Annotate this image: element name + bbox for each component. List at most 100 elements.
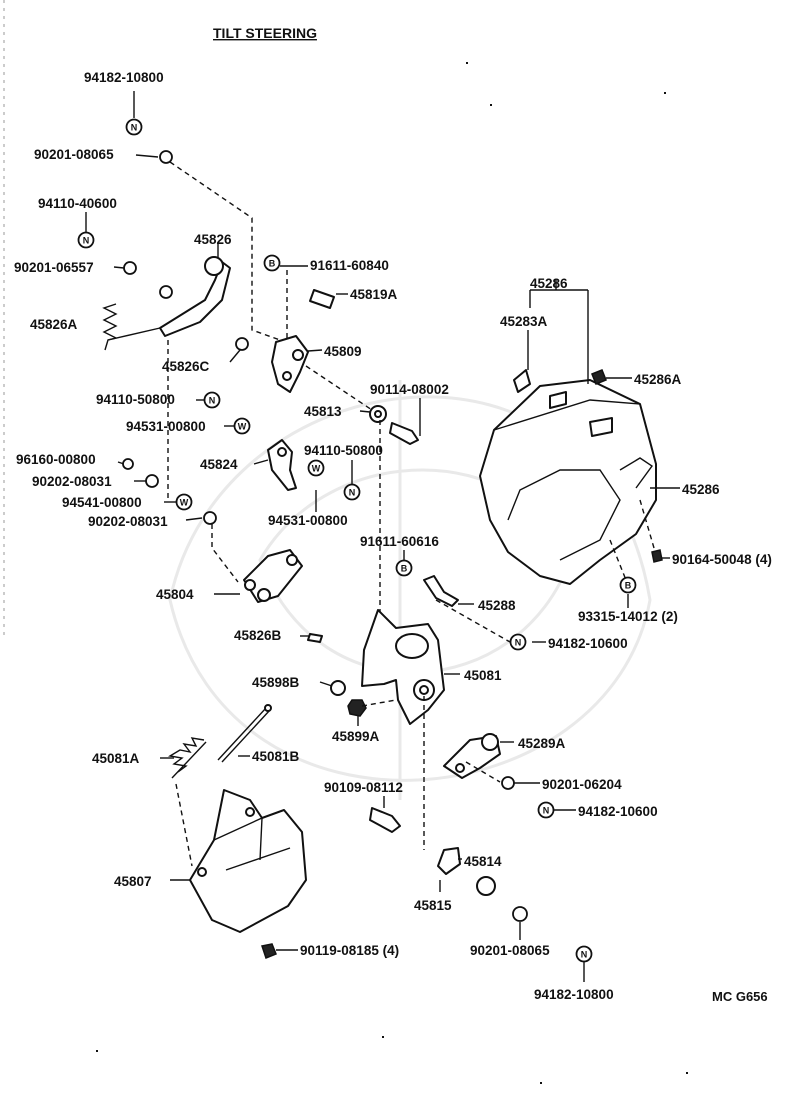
label-96160-00800: 96160-00800	[16, 452, 96, 467]
label-45809: 45809	[324, 344, 362, 359]
diagram-title: TILT STEERING	[213, 25, 317, 41]
label-94182-10600-a: 94182-10600	[548, 636, 628, 651]
symbol-B-91611-60616: B	[395, 559, 413, 577]
label-45286-top: 45286	[530, 276, 568, 291]
part-45899A-nut	[347, 699, 367, 717]
label-45804: 45804	[156, 587, 194, 602]
svg-text:N: N	[349, 488, 356, 498]
label-45081B: 45081B	[252, 749, 300, 764]
svg-text:N: N	[581, 950, 588, 960]
part-45289A-bracket	[443, 733, 501, 779]
part-90119-08185-bolt	[261, 943, 277, 959]
label-45826: 45826	[194, 232, 232, 247]
symbol-B-91611-60840: B	[263, 254, 281, 272]
svg-text:N: N	[515, 638, 522, 648]
part-45824-lever	[267, 439, 297, 491]
label-91611-60616: 91611-60616	[360, 534, 439, 549]
label-90109-08112: 90109-08112	[324, 780, 403, 795]
label-94110-50800-a: 94110-50800	[96, 392, 175, 407]
label-94541-00800: 94541-00800	[62, 495, 142, 510]
washer-icon	[512, 906, 528, 922]
label-94182-10800-bot: 94182-10800	[534, 987, 614, 1002]
label-45819A: 45819A	[350, 287, 398, 302]
washer-icon	[235, 337, 249, 351]
label-45824: 45824	[200, 457, 238, 472]
part-45815-plate	[437, 847, 461, 875]
leader-lines	[85, 91, 680, 982]
part-45288-bracket	[423, 575, 459, 607]
part-45286-cover	[479, 379, 657, 585]
part-45814-collar	[476, 876, 496, 896]
svg-text:B: B	[269, 259, 276, 269]
label-93315-14012: 93315-14012 (2)	[578, 609, 678, 624]
label-90201-06204: 90201-06204	[542, 777, 622, 792]
label-45081A: 45081A	[92, 751, 140, 766]
label-45283A: 45283A	[500, 314, 548, 329]
label-45814: 45814	[464, 854, 502, 869]
symbol-N-94182-10600-b: N	[537, 801, 555, 819]
part-45813-collar	[369, 405, 387, 423]
part-45826A-spring	[102, 303, 119, 351]
part-45286A-clip	[591, 369, 607, 385]
label-45286A: 45286A	[634, 372, 682, 387]
part-90114-08002-bolt	[389, 422, 419, 445]
label-45288: 45288	[478, 598, 516, 613]
label-94182-10600-b: 94182-10600	[578, 804, 658, 819]
label-94110-40600: 94110-40600	[38, 196, 117, 211]
part-90109-08112-bolt	[369, 807, 401, 833]
washer-icon	[501, 776, 515, 790]
symbol-N-94182-10600-a: N	[509, 633, 527, 651]
svg-text:W: W	[238, 422, 247, 432]
part-45081B-rod	[217, 704, 272, 763]
label-45081: 45081	[464, 668, 502, 683]
catalog-code: MC G656	[712, 989, 768, 1004]
part-45807-bracket	[189, 789, 307, 933]
label-90119-08185: 90119-08185 (4)	[300, 943, 399, 958]
label-45899A: 45899A	[332, 729, 380, 744]
label-90201-06557: 90201-06557	[14, 260, 94, 275]
part-45809-lever	[271, 335, 309, 393]
svg-text:W: W	[180, 498, 189, 508]
dashed-guides	[167, 161, 655, 867]
label-45286-right: 45286	[682, 482, 720, 497]
svg-text:B: B	[625, 581, 632, 591]
label-45289A: 45289A	[518, 736, 566, 751]
svg-text:W: W	[312, 464, 321, 474]
scan-specks	[96, 62, 688, 1084]
label-91611-60840: 91611-60840	[310, 258, 389, 273]
part-45819A-pin	[309, 289, 335, 309]
part-45804-hinge	[243, 549, 303, 603]
label-45826C: 45826C	[162, 359, 210, 374]
label-45826B: 45826B	[234, 628, 282, 643]
label-90202-08031-b: 90202-08031	[88, 514, 168, 529]
part-45283A-pad	[513, 369, 531, 393]
label-45813: 45813	[304, 404, 342, 419]
symbol-W-94531-00800-b: W	[307, 459, 325, 477]
svg-text:N: N	[131, 123, 138, 133]
washer-icon	[203, 511, 217, 525]
symbol-N-94110-40600: N	[77, 231, 95, 249]
symbol-N-94110-50800-a: N	[203, 391, 221, 409]
label-90201-08065-top: 90201-08065	[34, 147, 114, 162]
svg-text:B: B	[401, 564, 408, 574]
label-94182-10800-top: 94182-10800	[84, 70, 164, 85]
label-45826A: 45826A	[30, 317, 78, 332]
symbol-N-94110-50800-b: N	[343, 483, 361, 501]
washer-icon	[159, 285, 173, 299]
label-94531-00800-a: 94531-00800	[126, 419, 206, 434]
symbol-W-94531-00800-a: W	[233, 417, 251, 435]
part-45826B-bolt	[307, 633, 323, 643]
label-94110-50800-b: 94110-50800	[304, 443, 383, 458]
part-45081A-spring	[168, 737, 207, 779]
washer-icon	[145, 474, 159, 488]
label-90114-08002: 90114-08002	[370, 382, 449, 397]
spring-hook-line	[107, 327, 161, 341]
part-90164-50048-screw	[651, 549, 663, 563]
label-45815: 45815	[414, 898, 452, 913]
part-45898B-collar	[330, 680, 346, 696]
svg-text:N: N	[543, 806, 550, 816]
washer-icon	[159, 150, 173, 164]
washer-icon	[123, 261, 137, 275]
label-90202-08031-a: 90202-08031	[32, 474, 112, 489]
